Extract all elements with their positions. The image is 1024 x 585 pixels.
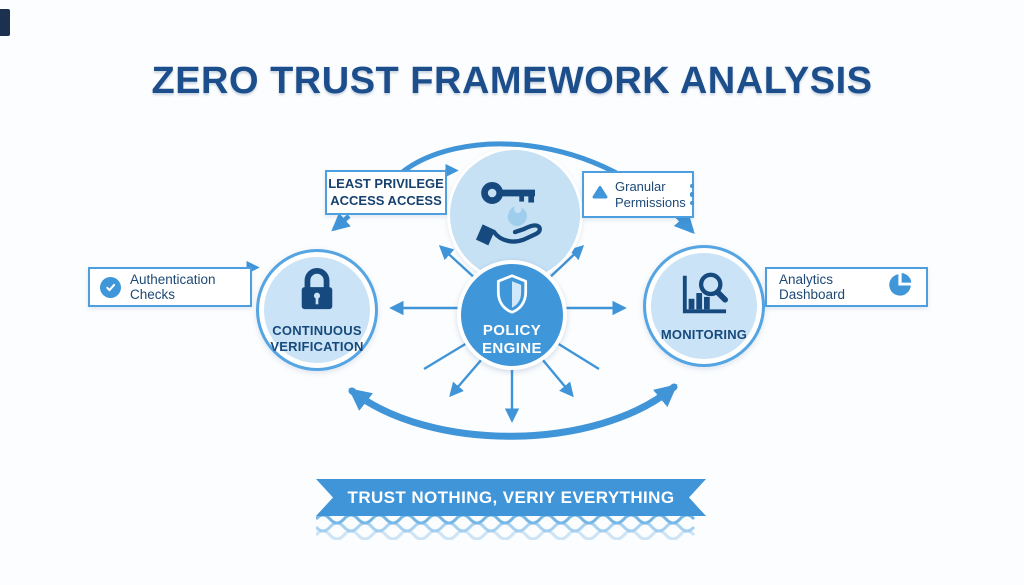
spoke-up-right-arrow (546, 245, 585, 281)
wave-pattern (316, 513, 696, 540)
node-label-policy-engine: POLICY ENGINE (482, 321, 542, 357)
check-circle-icon (100, 276, 121, 298)
node-policy-engine: POLICY ENGINE (457, 260, 567, 370)
node-label-continuous-verification: CONTINUOUS VERIFICATION (270, 322, 364, 354)
banner-text: TRUST NOTHING, VERIY EVERYTHING (347, 487, 675, 507)
triangle-icon (592, 184, 608, 205)
bottom-arc (348, 383, 678, 440)
key-in-hand-icon (475, 171, 555, 260)
least-privilege-down-arrow (331, 212, 351, 232)
spoke-down-right-line (556, 341, 600, 371)
node-monitoring: MONITORING (643, 245, 765, 367)
authentication-checks-text: Authentication Checks (130, 272, 216, 302)
spoke-down-left-arrow (449, 358, 483, 398)
least-privilege-text: LEAST PRIVILEGE ACCESS ACCESS (328, 176, 444, 208)
policy-engine-spokes (389, 245, 627, 423)
vertical-ellipsis-icon (689, 183, 695, 206)
bar-chart-magnifier-icon (676, 270, 732, 323)
lock-icon (296, 266, 338, 319)
pie-chart-icon (886, 271, 914, 304)
callout-granular-permissions: Granular Permissions (582, 171, 695, 218)
callout-analytics-dashboard: Analytics Dashboard (765, 267, 928, 307)
banner-ribbon: TRUST NOTHING, VERIY EVERYTHING (316, 479, 706, 516)
spoke-up-left-arrow (438, 245, 478, 281)
node-continuous-verification: CONTINUOUS VERIFICATION (256, 249, 378, 371)
corner-mark (0, 9, 10, 36)
spoke-down-left-line (423, 341, 468, 371)
shield-icon (493, 273, 531, 320)
node-label-monitoring: MONITORING (660, 326, 748, 342)
spoke-down-right-arrow (541, 358, 574, 398)
granular-permissions-text: Granular Permissions (615, 178, 686, 210)
callout-authentication-checks: Authentication Checks (88, 267, 252, 307)
analytics-dashboard-text: Analytics Dashboard (779, 272, 846, 302)
callout-least-privilege: LEAST PRIVILEGE ACCESS ACCESS (325, 170, 447, 215)
page-title: ZERO TRUST FRAMEWORK ANALYSIS (151, 60, 873, 102)
